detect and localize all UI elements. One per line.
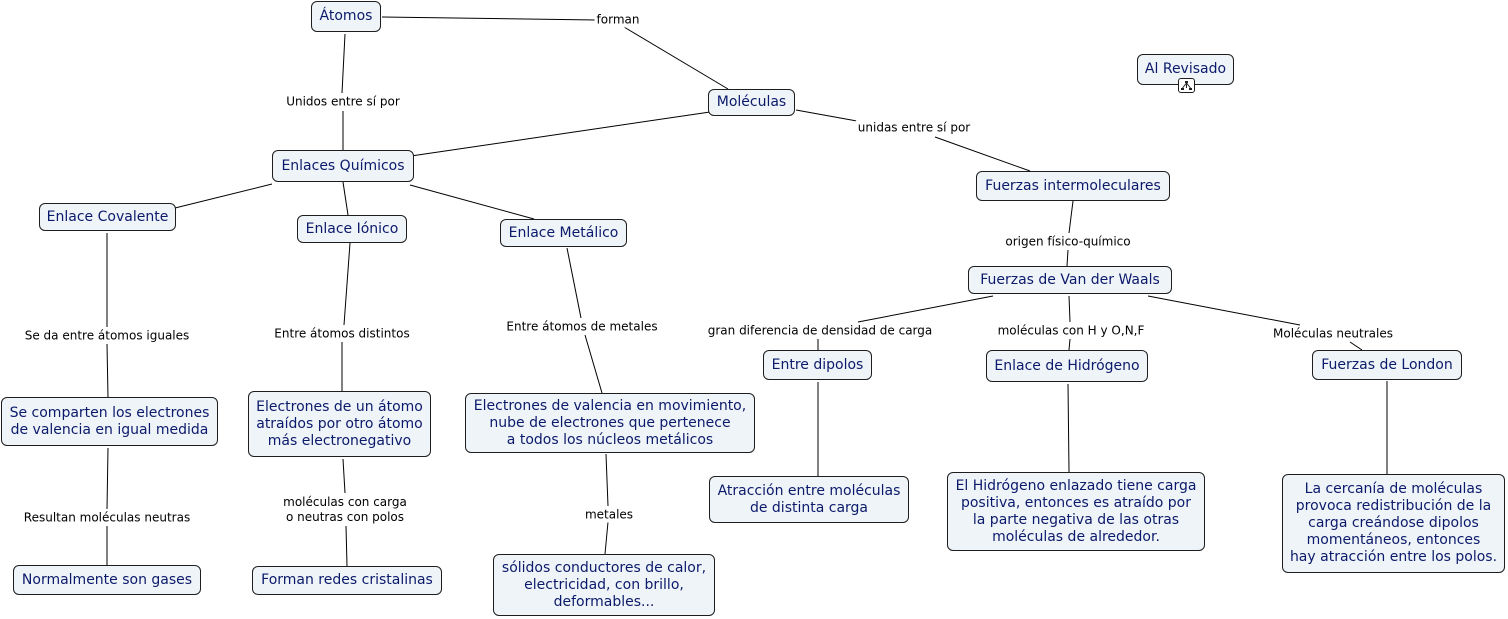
line-metales-valencia <box>584 334 603 394</box>
link-label-origen: origen físico-químico <box>1003 234 1133 250</box>
line-valencia-metales2 <box>605 453 609 507</box>
line-hidrogeno-texto <box>1067 383 1070 473</box>
node-electrones-valencia[interactable]: Electrones de valencia en movimiento, nu… <box>465 393 755 453</box>
line-iguales-comparten <box>106 343 109 398</box>
node-fuerzas-london[interactable]: Fuerzas de London <box>1312 350 1462 380</box>
line-comparten-neutras <box>106 447 109 510</box>
line-forman-moleculas <box>623 26 729 90</box>
line-enlaces-covalente <box>174 183 273 209</box>
line-fuerzas-origen <box>1068 200 1074 234</box>
line-electrones-carga <box>342 458 346 494</box>
node-enlace-metalico[interactable]: Enlace Metálico <box>500 219 627 247</box>
line-unidas-fuerzas <box>934 136 1031 172</box>
line-enlaces-ionico <box>342 181 349 216</box>
node-comparten-electrones[interactable]: Se comparten los electrones de valencia … <box>1 397 218 446</box>
node-fuerzas-van-der-waals[interactable]: Fuerzas de Van der Waals <box>968 266 1172 294</box>
line-vdw-hyonf <box>1068 295 1071 323</box>
node-redes-cristalinas[interactable]: Forman redes cristalinas <box>252 566 442 595</box>
link-label-neutras: Resultan moléculas neutras <box>21 510 193 526</box>
line-metales2-solidos <box>604 521 609 555</box>
concept-map-icon[interactable] <box>1178 78 1195 93</box>
line-metalico-metales <box>566 247 582 319</box>
link-label-iguales: Se da entre átomos iguales <box>22 328 192 344</box>
link-label-hyonf: moléculas con H y O,N,F <box>995 323 1147 339</box>
node-solidos-conductores[interactable]: sólidos conductores de calor, electricid… <box>493 554 715 616</box>
node-atraccion-moleculas[interactable]: Atracción entre moléculas de distinta ca… <box>709 476 909 523</box>
node-entre-dipolos[interactable]: Entre dipolos <box>763 350 872 380</box>
node-moleculas[interactable]: Moléculas <box>708 89 795 116</box>
node-enlace-covalente[interactable]: Enlace Covalente <box>39 203 176 231</box>
node-electrones-atraidos[interactable]: Electrones de un átomo atraídos por otro… <box>248 391 431 457</box>
link-label-neutrales: Moléculas neutrales <box>1271 326 1395 342</box>
line-atomos-forman <box>381 16 597 21</box>
node-enlace-hidrogeno[interactable]: Enlace de Hidrógeno <box>986 350 1148 382</box>
node-enlace-ionico[interactable]: Enlace Iónico <box>297 215 407 243</box>
node-atomos[interactable]: Átomos <box>311 1 381 32</box>
link-label-metales-entre: Entre átomos de metales <box>504 319 660 335</box>
line-vdw-densidad <box>857 295 994 323</box>
line-carga-redes <box>345 525 348 567</box>
line-atomos-unidos <box>341 33 346 94</box>
link-label-forman: forman <box>594 12 642 28</box>
line-hyonf-hidrogeno <box>1068 338 1071 351</box>
node-hidrogeno-texto[interactable]: El Hidrógeno enlazado tiene carga positi… <box>947 472 1205 551</box>
line-neutrales-london <box>1349 341 1363 351</box>
line-moleculas-enlaces <box>410 111 711 157</box>
node-normalmente-gases[interactable]: Normalmente son gases <box>13 565 201 595</box>
line-vdw-neutrales <box>1147 295 1301 326</box>
link-label-unidas: unidas entre sí por <box>855 120 973 136</box>
link-label-metales: metales <box>582 507 636 523</box>
link-label-densidad: gran diferencia de densidad de carga <box>705 323 935 339</box>
link-label-unidos: Unidos entre sí por <box>284 94 402 110</box>
link-label-carga: moléculas con carga o neutras con polos <box>281 495 409 525</box>
line-enlaces-metalico <box>409 184 535 220</box>
node-enlaces-quimicos[interactable]: Enlaces Químicos <box>272 150 414 182</box>
link-label-distintos: Entre átomos distintos <box>272 326 412 342</box>
line-ionico-distintos <box>343 242 351 326</box>
node-fuerzas-intermoleculares[interactable]: Fuerzas intermoleculares <box>976 171 1170 201</box>
node-london-texto[interactable]: La cercanía de moléculas provoca redistr… <box>1282 474 1505 573</box>
line-origen-vdw <box>1066 249 1069 267</box>
